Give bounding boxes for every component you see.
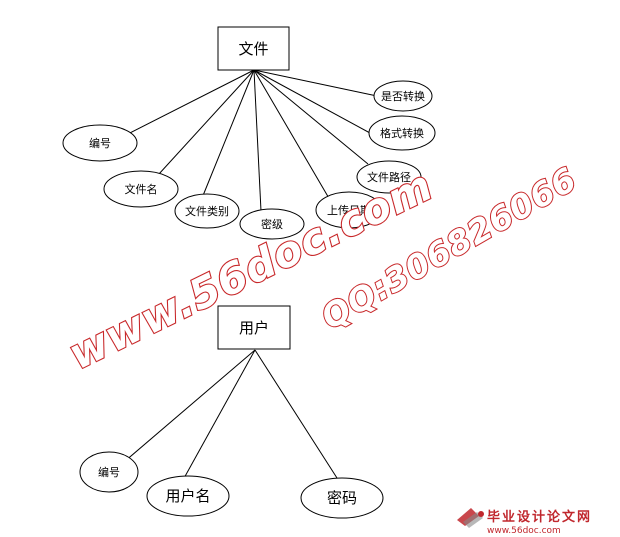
attr-is-converted: 是否转换 bbox=[381, 89, 425, 103]
attr-ellipse bbox=[239, 208, 305, 240]
attr-ellipse bbox=[300, 477, 384, 519]
user-connectors bbox=[123, 349, 338, 481]
attr-file-category: 文件类别 bbox=[185, 204, 229, 218]
logo-url: www.56doc.com bbox=[487, 526, 561, 536]
attr-file-name: 文件名 bbox=[125, 182, 158, 196]
attr-ellipse bbox=[103, 170, 179, 208]
site-logo: 毕业设计论文网 www.56doc.com bbox=[457, 508, 592, 536]
file-connectors bbox=[117, 69, 378, 212]
attr-upload-date: 上传日期 bbox=[327, 204, 371, 217]
attr-file-path: 文件路径 bbox=[367, 170, 411, 184]
attr-user-name: 用户名 bbox=[165, 487, 210, 505]
attr-ellipse bbox=[315, 191, 383, 229]
entity-file: 文件 bbox=[217, 26, 290, 71]
attr-file-id: 编号 bbox=[89, 136, 111, 150]
entity-user: 用户 bbox=[217, 305, 291, 350]
file-attribute-labels: 是否转换 格式转换 编号 文件名 文件类别 密级 上传日期 文件路径 bbox=[89, 89, 425, 231]
attr-ellipse bbox=[368, 115, 436, 151]
attr-user-id: 编号 bbox=[98, 465, 120, 479]
attr-security-level: 密级 bbox=[261, 217, 283, 231]
attr-ellipse bbox=[356, 160, 422, 194]
entity-file-label: 文件 bbox=[238, 40, 268, 58]
attr-format-conversion: 格式转换 bbox=[380, 126, 424, 140]
logo-title: 毕业设计论文网 bbox=[487, 509, 592, 525]
file-attributes bbox=[62, 80, 436, 240]
logo-emblem bbox=[457, 508, 484, 528]
attr-ellipse bbox=[174, 193, 240, 229]
entity-user-label: 用户 bbox=[239, 319, 269, 337]
attr-ellipse bbox=[146, 475, 230, 517]
watermark-qq: QQ:306826066 bbox=[315, 159, 584, 337]
attr-password: 密码 bbox=[327, 489, 357, 507]
attr-ellipse bbox=[62, 124, 138, 162]
attr-ellipse bbox=[79, 451, 139, 493]
attr-ellipse bbox=[373, 80, 433, 112]
user-attribute-labels: 编号 用户名 密码 bbox=[98, 465, 357, 507]
user-attributes bbox=[79, 451, 384, 519]
